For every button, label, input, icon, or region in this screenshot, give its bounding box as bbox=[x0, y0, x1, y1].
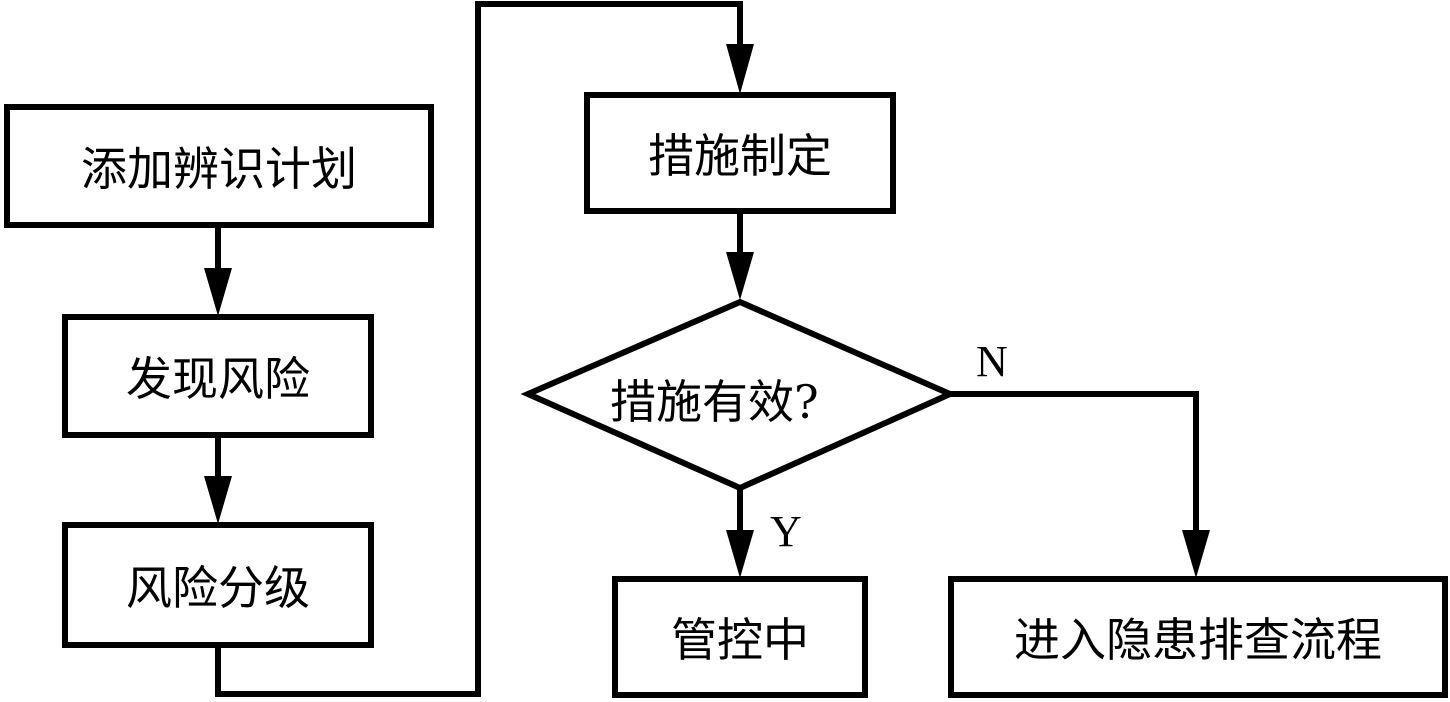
arrowhead bbox=[1182, 530, 1210, 578]
node-measure-making: 措施制定 bbox=[584, 92, 896, 214]
edge-grading-to-measure bbox=[215, 1, 743, 697]
node-label: 进入隐患排查流程 bbox=[1014, 613, 1382, 667]
arrowhead bbox=[204, 268, 232, 316]
node-under-control: 管控中 bbox=[612, 576, 868, 698]
node-label: 发现风险 bbox=[126, 352, 310, 406]
node-risk-grading: 风险分级 bbox=[62, 522, 374, 648]
node-label: 风险分级 bbox=[126, 561, 310, 615]
arrowhead bbox=[204, 476, 232, 524]
node-label: 管控中 bbox=[671, 613, 809, 667]
node-label: 添加辨识计划 bbox=[81, 142, 357, 196]
arrowhead bbox=[726, 252, 754, 300]
edge-label-no: N bbox=[976, 337, 1008, 386]
arrowhead bbox=[726, 530, 754, 578]
node-add-identification-plan: 添加辨识计划 bbox=[4, 104, 434, 228]
decision-diamond bbox=[520, 298, 958, 492]
node-label: 措施制定 bbox=[648, 129, 832, 183]
node-enter-hazard-process: 进入隐患排查流程 bbox=[948, 576, 1448, 698]
node-find-risk: 发现风险 bbox=[62, 314, 374, 438]
decision-label: 措施有效? bbox=[610, 375, 819, 429]
arrowhead bbox=[726, 44, 754, 94]
edge-decision-no bbox=[949, 391, 1199, 543]
edge-label-yes: Y bbox=[770, 507, 802, 556]
